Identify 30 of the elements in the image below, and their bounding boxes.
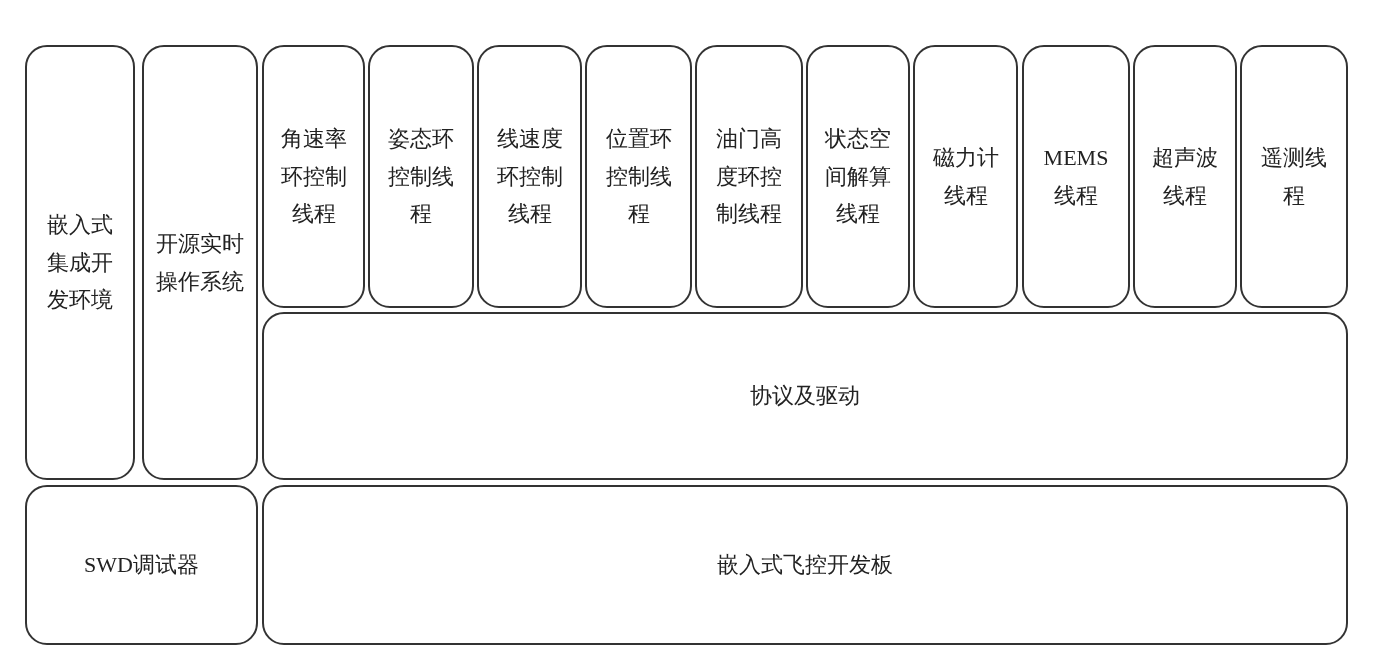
thread-box bbox=[368, 45, 474, 308]
thread-box bbox=[585, 45, 692, 308]
node-label: 状态空间解算线程 bbox=[824, 125, 892, 229]
thread-box bbox=[262, 45, 365, 308]
node-label: 嵌入式集成开发环境 bbox=[46, 211, 114, 315]
thread-box bbox=[1022, 45, 1130, 308]
node-label: 嵌入式飞控开发板 bbox=[717, 551, 893, 580]
driver-layer-box bbox=[262, 312, 1348, 480]
node-label: 位置环控制线程 bbox=[604, 125, 673, 229]
node-label: 磁力计线程 bbox=[931, 144, 1000, 210]
node-label: 超声波线程 bbox=[1151, 144, 1219, 210]
node-label: 开源实时操作系统 bbox=[155, 230, 245, 296]
node-label: 油门高度环控制线程 bbox=[715, 125, 783, 229]
node-label: 角速率环控制线程 bbox=[279, 125, 348, 229]
node-label: 线速度环控制线程 bbox=[495, 125, 564, 229]
ide-box bbox=[25, 45, 135, 480]
thread-box bbox=[913, 45, 1018, 308]
node-label: 姿态环控制线程 bbox=[387, 125, 455, 229]
thread-box bbox=[477, 45, 582, 308]
board-box bbox=[262, 485, 1348, 645]
node-label: 协议及驱动 bbox=[750, 382, 860, 411]
thread-box bbox=[806, 45, 910, 308]
thread-box bbox=[695, 45, 803, 308]
node-label: 遥测线程 bbox=[1260, 144, 1328, 210]
rtos-box bbox=[142, 45, 258, 480]
node-label: MEMS线程 bbox=[1042, 144, 1110, 210]
thread-box bbox=[1240, 45, 1348, 308]
debugger-box bbox=[25, 485, 258, 645]
node-label: SWD调试器 bbox=[84, 551, 199, 580]
thread-box bbox=[1133, 45, 1237, 308]
